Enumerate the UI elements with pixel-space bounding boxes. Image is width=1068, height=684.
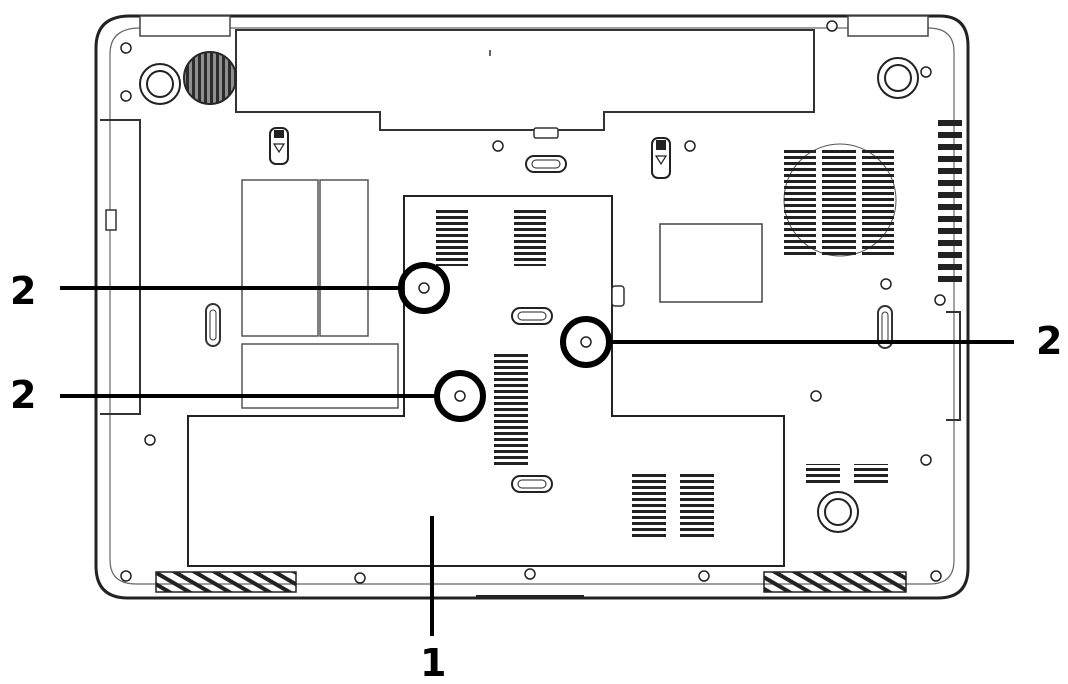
callout-screw-upper-left	[398, 262, 450, 314]
vent-cover-top-left	[436, 210, 468, 266]
callout-label-screw-upper-left: 2	[10, 269, 37, 313]
foot-top-left	[139, 63, 181, 105]
side-vents-right	[938, 120, 962, 282]
battery-tab	[533, 127, 559, 139]
vent-lower-right-a	[806, 464, 840, 486]
fan-grille	[783, 143, 897, 257]
foot-bottom-right	[817, 491, 859, 533]
label-plate	[659, 223, 763, 303]
chassis-inner-edge	[109, 27, 955, 585]
panel-left-c	[241, 343, 399, 409]
optical-drive-edge	[100, 119, 141, 415]
hinge-right	[847, 15, 929, 37]
callout-label-screw-right: 2	[1036, 319, 1063, 363]
callout-screw-lower-left	[434, 370, 486, 422]
vent-cover-bottom-left	[632, 474, 666, 538]
vent-bottom-left	[155, 571, 297, 593]
panel-left-b	[319, 179, 369, 337]
callout-label-screw-lower-left: 2	[10, 373, 37, 417]
callout-label-memory-cover: 1	[420, 641, 447, 684]
vent-cover-center	[494, 352, 528, 466]
vent-lower-right-b	[854, 464, 888, 486]
callout-screw-right	[560, 316, 612, 368]
vent-cover-top-right	[514, 210, 546, 266]
vent-cover-bottom-right	[680, 474, 714, 538]
vent-bottom-right	[763, 571, 907, 593]
chassis-screws	[120, 20, 946, 584]
foot-top-right	[877, 57, 919, 99]
memory-cover-outline	[187, 195, 785, 567]
panel-left-a	[241, 179, 319, 337]
hinge-left	[139, 15, 231, 37]
battery-compartment	[235, 29, 815, 131]
